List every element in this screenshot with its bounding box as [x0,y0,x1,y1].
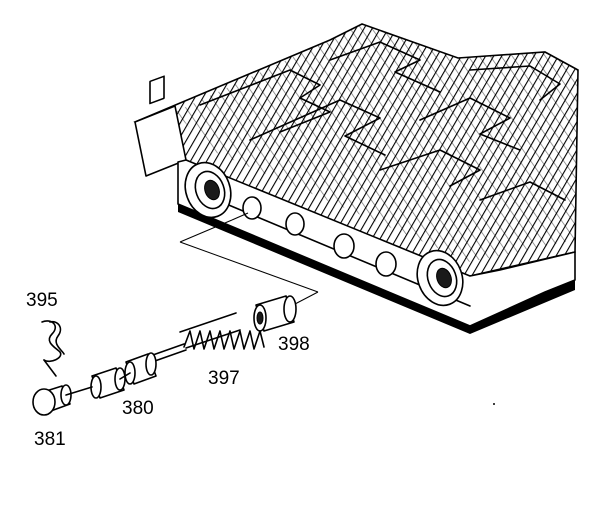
part-395-retainer-clip [41,320,65,377]
bore-left [184,161,232,219]
callout-380: 380 [122,398,154,419]
bore-right [416,249,464,307]
bore-2 [285,212,305,236]
part-398-sleeve [253,295,297,332]
callout-398: 398 [278,334,310,355]
part-381-bore-plug [32,384,93,416]
bore-4 [375,251,397,277]
part-397-spring [179,312,265,350]
callout-395: 395 [26,290,58,311]
valve-body [133,23,579,334]
valve-body-channels [199,41,566,201]
bore-1 [242,196,262,220]
speck [493,403,495,405]
part-380-valve [90,343,187,399]
callout-381: 381 [34,429,66,450]
callout-397: 397 [208,368,240,389]
bore-3 [333,233,355,259]
